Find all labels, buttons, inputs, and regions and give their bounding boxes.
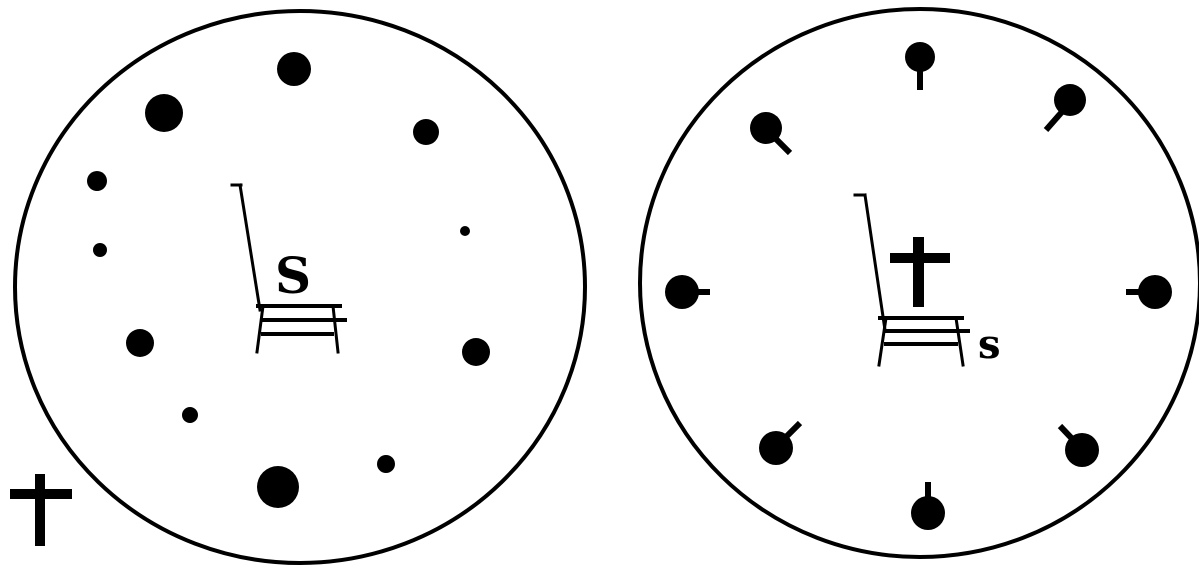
right-panel: s [640, 9, 1199, 557]
stem-dot [1046, 84, 1086, 130]
stem-dot [1126, 275, 1172, 309]
dot [413, 119, 439, 145]
left-panel: S [10, 11, 585, 563]
dot [182, 407, 198, 423]
right-chair-icon [855, 195, 968, 365]
dot [377, 455, 395, 473]
dot [257, 466, 299, 508]
stem-dot [905, 42, 935, 90]
stem-dot [759, 423, 800, 465]
left-seat-label: S [275, 246, 311, 305]
dot [462, 338, 490, 366]
dot [460, 226, 470, 236]
stem-dot [750, 112, 790, 153]
stem-dot [1060, 426, 1099, 467]
dot [87, 171, 107, 191]
right-seat-label: s [978, 321, 1001, 368]
dot [277, 52, 311, 86]
right-cross-icon [890, 237, 950, 307]
left-cross-icon [10, 474, 72, 546]
stem-dot [665, 275, 710, 309]
dot [126, 329, 154, 357]
stem-dot [911, 482, 945, 530]
dot [93, 243, 107, 257]
dot [145, 94, 183, 132]
